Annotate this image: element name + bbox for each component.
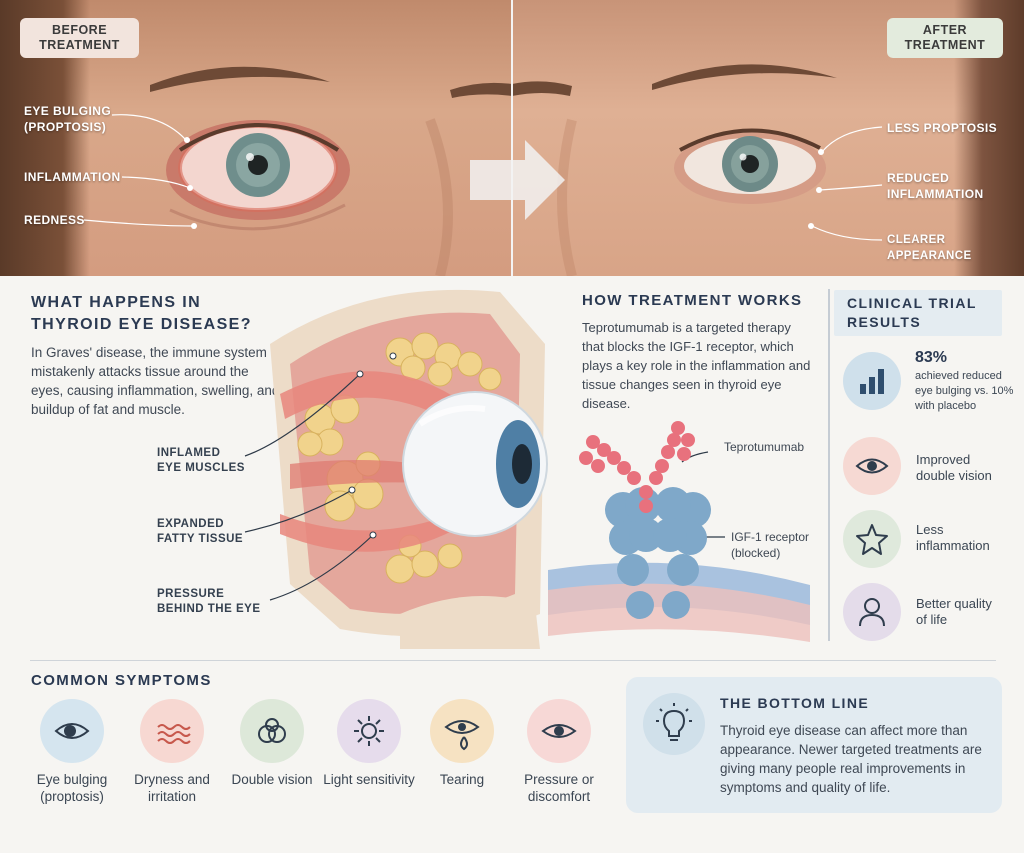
symptom-label-6: Pressure or discomfort bbox=[524, 772, 594, 804]
callout-redness: REDNESS bbox=[24, 213, 85, 227]
results-heading: CLINICAL TRIAL RESULTS bbox=[847, 295, 977, 330]
before-after-divider bbox=[511, 0, 513, 276]
bottom-line-text: Thyroid eye disease can affect more than… bbox=[720, 723, 982, 795]
bulb-icon-circle bbox=[643, 693, 705, 755]
callout-dot bbox=[808, 223, 814, 229]
person-icon bbox=[859, 598, 885, 627]
eye-icon bbox=[541, 724, 577, 738]
symptom-label-1: Eye bulging (proptosis) bbox=[36, 772, 108, 804]
eye-anatomy-illustration bbox=[270, 289, 548, 649]
arrow-right-icon bbox=[470, 140, 565, 220]
label-pressure: PRESSURE BEHIND THE EYE bbox=[157, 588, 261, 615]
double-circle-icon bbox=[258, 718, 286, 743]
result-value: 83% bbox=[915, 349, 948, 366]
symptom-icon-circle bbox=[140, 699, 204, 763]
eye-icon bbox=[855, 458, 889, 474]
before-treatment-badge: BEFORE TREATMENT bbox=[20, 18, 139, 58]
label-fatty-tissue: EXPANDED FATTY TISSUE bbox=[157, 518, 244, 545]
label-inflamed-muscles: INFLAMED EYE MUSCLES bbox=[157, 447, 245, 474]
callout-less-proptosis: LESS PROPTOSIS bbox=[887, 121, 998, 135]
tear-eye-icon bbox=[444, 720, 480, 751]
symptom-label-5: Tearing bbox=[439, 772, 485, 787]
callout-clearer-appearance: CLEARER APPEARANCE bbox=[887, 234, 972, 262]
symptoms-heading: COMMON SYMPTOMS bbox=[31, 672, 212, 689]
result-text-1: achieved reduced eye bulging vs. 10% wit… bbox=[915, 370, 1014, 412]
callout-dot bbox=[184, 137, 190, 143]
result-circle-4 bbox=[843, 583, 901, 641]
symptom-icon-circle bbox=[527, 699, 591, 763]
sun-icon bbox=[354, 716, 384, 746]
treatment-description: Teprotumumab is a targeted therapy that … bbox=[582, 320, 811, 411]
receptor-label: IGF-1 receptor (blocked) bbox=[731, 530, 810, 560]
callout-dot bbox=[191, 223, 197, 229]
disease-description: In Graves' disease, the immune system mi… bbox=[31, 345, 280, 417]
callout-dot bbox=[187, 185, 193, 191]
star-icon bbox=[856, 524, 888, 555]
callout-inflammation: INFLAMMATION bbox=[24, 170, 121, 184]
callout-leaders bbox=[83, 114, 883, 241]
callout-eye-bulging: EYE BULGING (PROPTOSIS) bbox=[24, 104, 112, 134]
result-circle-1 bbox=[843, 352, 901, 410]
after-treatment-badge: AFTER TREATMENT bbox=[887, 18, 1003, 58]
lightbulb-icon bbox=[656, 703, 692, 741]
symptom-icon-circle bbox=[240, 699, 304, 763]
waves-icon bbox=[157, 724, 191, 744]
eye-icon bbox=[54, 723, 90, 739]
symptom-label-2: Dryness and irritation bbox=[134, 772, 210, 804]
treatment-heading: HOW TREATMENT WORKS bbox=[582, 292, 803, 309]
results-divider bbox=[828, 289, 830, 641]
disease-heading: WHAT HAPPENS IN THYROID EYE DISEASE? bbox=[31, 294, 252, 333]
callout-reduced-inflammation: REDUCED INFLAMMATION bbox=[887, 171, 984, 201]
symptom-icon-circle bbox=[40, 699, 104, 763]
results-header bbox=[834, 290, 1002, 336]
callout-dot bbox=[818, 149, 824, 155]
result-circle-2 bbox=[843, 437, 901, 495]
symptom-label-4: Light sensitivity bbox=[323, 772, 415, 787]
symptom-icon-circle bbox=[337, 699, 401, 763]
antibody-label: Teprotumumab bbox=[724, 440, 805, 454]
result-text-3: Less inflammation bbox=[916, 522, 990, 553]
symptom-icon-circle bbox=[430, 699, 494, 763]
section-divider bbox=[30, 660, 996, 661]
callout-dot bbox=[816, 187, 822, 193]
symptom-label-3: Double vision bbox=[231, 772, 313, 787]
result-circle-3 bbox=[843, 510, 901, 568]
result-text-2: Improved double vision bbox=[916, 452, 992, 483]
antibody-receptor-illustration bbox=[548, 421, 810, 642]
before-after-photos bbox=[0, 0, 1024, 276]
bar-chart-icon bbox=[860, 369, 884, 394]
result-text-4: Better quality of life bbox=[916, 596, 992, 627]
bottom-line-heading: THE BOTTOM LINE bbox=[720, 695, 870, 711]
